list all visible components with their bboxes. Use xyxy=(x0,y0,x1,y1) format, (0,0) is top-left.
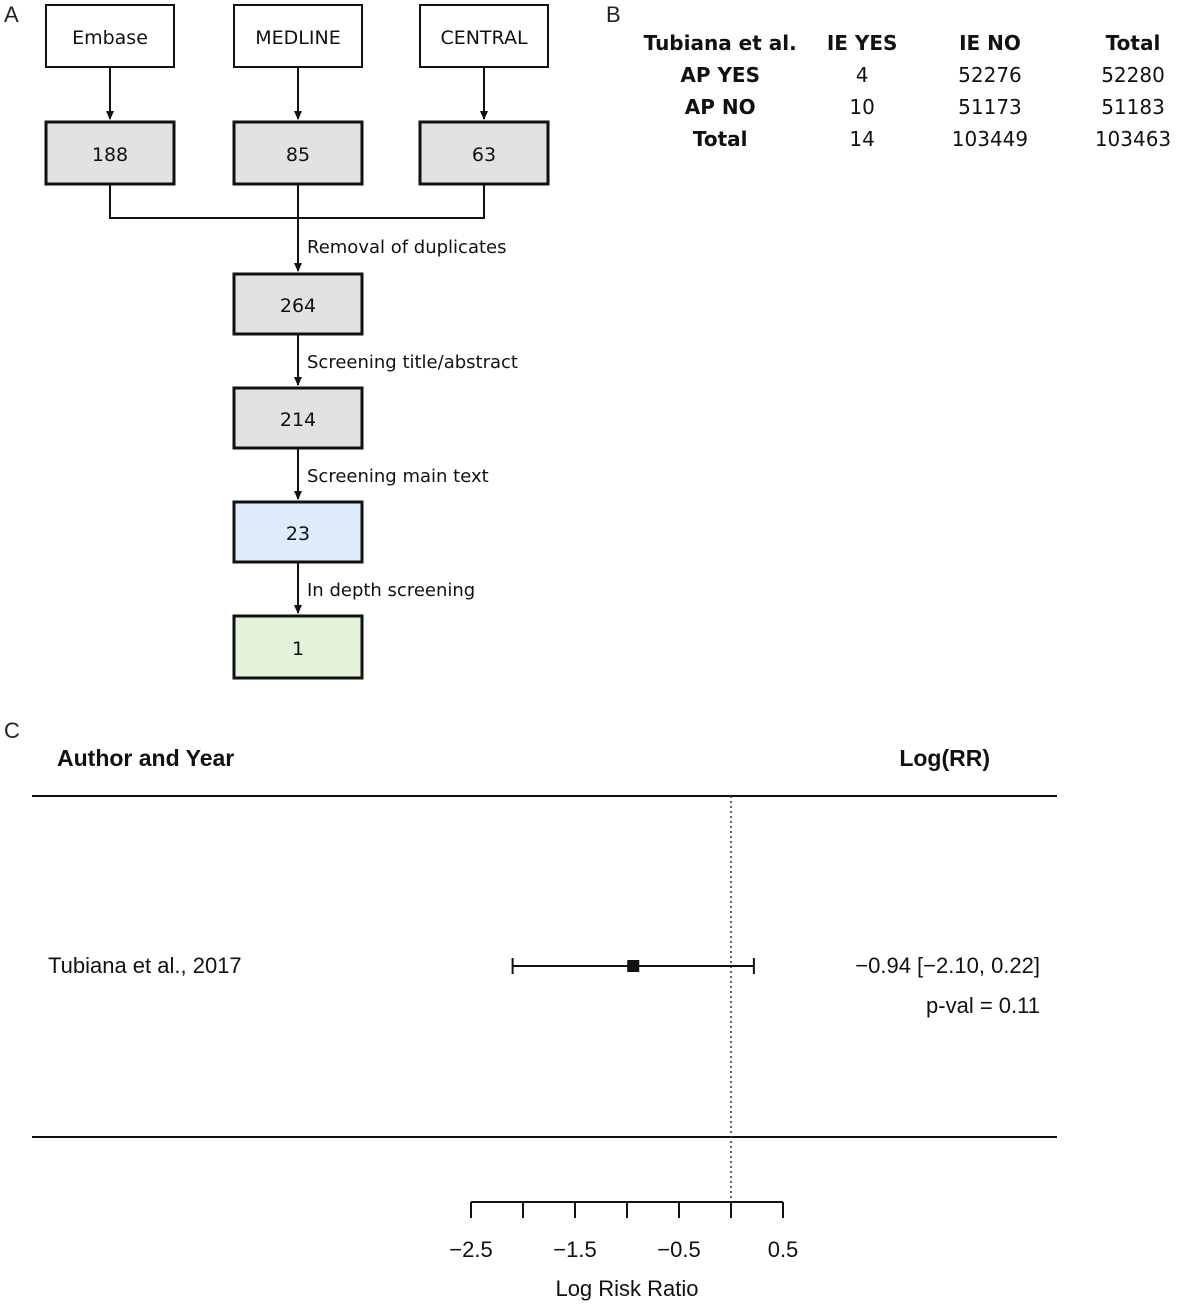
count-embase: 188 xyxy=(44,120,176,186)
step-1-box: 264 xyxy=(232,272,364,336)
x-axis-tick-label: −1.5 xyxy=(553,1237,596,1262)
x-axis-tick-label: 0.5 xyxy=(768,1237,799,1262)
table-header-cell: IE NO xyxy=(959,31,1021,55)
step-2-label: Screening title/abstract xyxy=(307,352,518,373)
table-cell: 4 xyxy=(855,63,869,87)
x-axis-tick-label: −0.5 xyxy=(657,1237,700,1262)
step-3-label: Screening main text xyxy=(307,466,489,487)
panel-label-c: C xyxy=(4,718,20,743)
table-row: AP NO 10 51173 51183 xyxy=(630,91,1200,123)
table-row: Total 14 103449 103463 xyxy=(630,123,1200,155)
study-pval: p-val = 0.11 xyxy=(926,993,1040,1018)
forest-col-right-header: Log(RR) xyxy=(899,745,990,771)
table-row-label: AP NO xyxy=(684,95,756,119)
flow-diagram: Embase MEDLINE CENTRAL 188 85 63 Removal… xyxy=(44,4,550,680)
step-3-box: 23 xyxy=(232,500,364,564)
x-axis-ticks: −2.5 −1.5 −0.5 0.5 xyxy=(449,1202,798,1262)
table-cell: 10 xyxy=(849,95,875,119)
study-label: Tubiana et al., 2017 xyxy=(48,953,242,978)
forest-plot: Author and Year Log(RR) Tubiana et al., … xyxy=(32,745,1057,1301)
merge-connector xyxy=(109,184,485,219)
step-1-count: 264 xyxy=(280,295,316,317)
step-2-count: 214 xyxy=(280,409,316,431)
step-1-label: Removal of duplicates xyxy=(307,237,507,258)
table-cell: 51173 xyxy=(958,95,1022,119)
panel-label-a: A xyxy=(4,2,19,27)
x-axis-tick-label: −2.5 xyxy=(449,1237,492,1262)
count-medline-value: 85 xyxy=(286,144,310,166)
source-central-label: CENTRAL xyxy=(440,27,528,49)
table-cell: 51183 xyxy=(1101,95,1165,119)
contingency-table: Tubiana et al. IE YES IE NO Total AP YES… xyxy=(630,27,1200,155)
count-central-value: 63 xyxy=(472,144,496,166)
table-cell: 52280 xyxy=(1101,63,1165,87)
count-embase-value: 188 xyxy=(92,144,128,166)
table-cell: 103463 xyxy=(1094,127,1172,151)
source-medline-label: MEDLINE xyxy=(255,27,340,49)
source-embase-label: Embase xyxy=(72,27,148,49)
step-3-count: 23 xyxy=(286,523,310,545)
table-header-cell: Tubiana et al. xyxy=(643,31,797,55)
step-4-box: 1 xyxy=(232,614,364,680)
table-header-cell: Total xyxy=(1105,31,1161,55)
study-estimate-text: −0.94 [−2.10, 0.22] xyxy=(855,953,1040,978)
table-header-row: Tubiana et al. IE YES IE NO Total xyxy=(630,27,1200,59)
step-4-label: In depth screening xyxy=(307,580,475,601)
table-cell: 14 xyxy=(849,127,875,151)
step-4-count: 1 xyxy=(292,638,304,660)
study-point-estimate xyxy=(627,960,640,972)
source-embase: Embase xyxy=(45,4,175,68)
table-cell: 103449 xyxy=(951,127,1029,151)
table-row: AP YES 4 52276 52280 xyxy=(630,59,1200,91)
table-row-label: Total xyxy=(692,127,748,151)
count-central: 63 xyxy=(418,120,550,186)
table-row-label: AP YES xyxy=(680,63,760,87)
x-axis-title: Log Risk Ratio xyxy=(555,1276,698,1301)
count-medline: 85 xyxy=(232,120,364,186)
panel-label-b: B xyxy=(606,2,621,27)
source-medline: MEDLINE xyxy=(233,4,363,68)
source-central: CENTRAL xyxy=(419,4,549,68)
forest-col-left-header: Author and Year xyxy=(57,745,234,771)
table-cell: 52276 xyxy=(958,63,1022,87)
step-2-box: 214 xyxy=(232,386,364,450)
table-header-cell: IE YES xyxy=(826,31,898,55)
